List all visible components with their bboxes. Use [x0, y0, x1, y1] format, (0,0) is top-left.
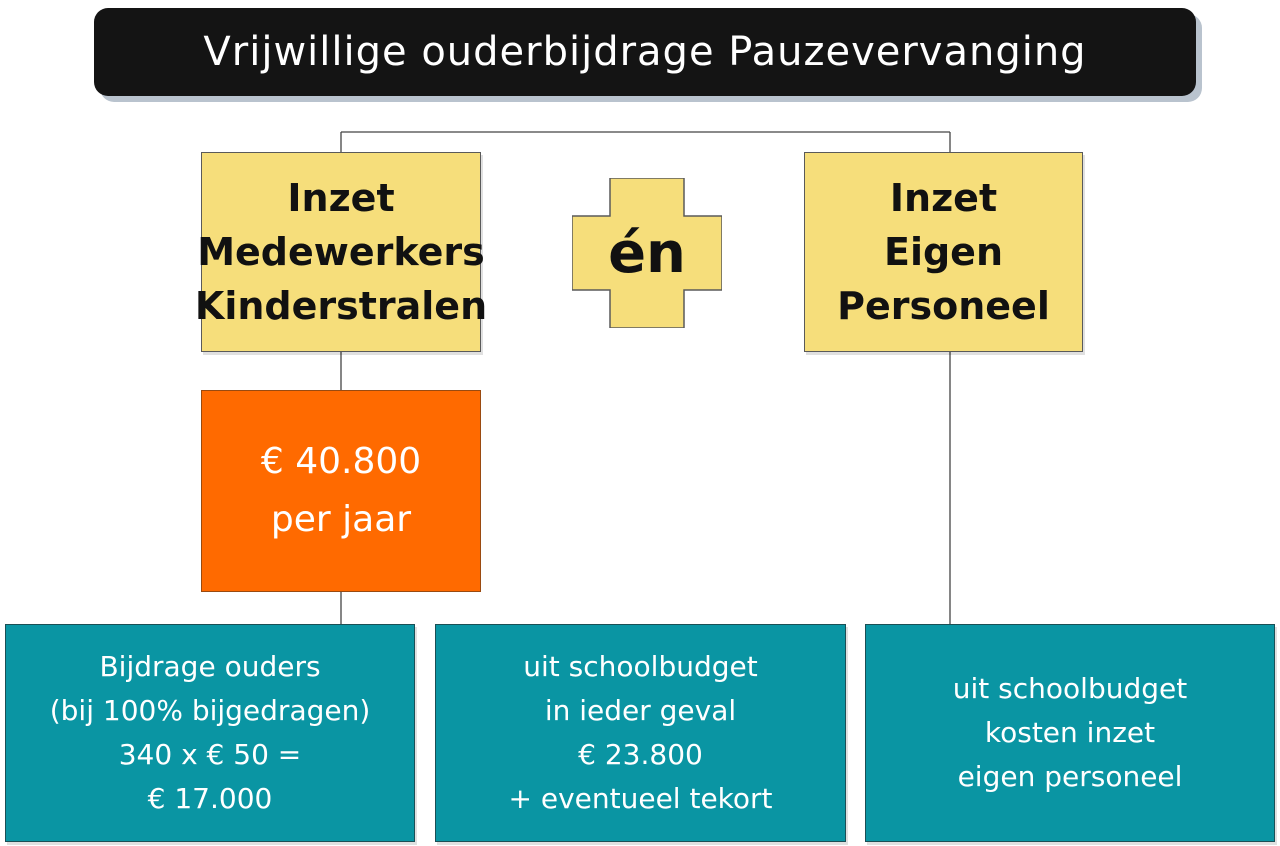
- box-line: kosten inzet: [984, 716, 1156, 749]
- box-line: Kinderstralen: [194, 284, 488, 328]
- box-kosten-eigen-personeel: uit schoolbudget kosten inzet eigen pers…: [865, 624, 1275, 842]
- box-bijdrage-ouders: Bijdrage ouders (bij 100% bijgedragen) 3…: [5, 624, 415, 842]
- box-line: € 23.800: [578, 738, 703, 771]
- box-line: per jaar: [270, 499, 412, 540]
- box-line: Inzet: [287, 176, 395, 220]
- plus-shape: [572, 178, 722, 328]
- box-line: eigen personeel: [957, 760, 1183, 793]
- box-line: Medewerkers: [197, 230, 485, 274]
- box-line: in ieder geval: [544, 694, 737, 727]
- box-line: Inzet: [889, 176, 998, 220]
- box-inzet-medewerkers: Inzet Medewerkers Kinderstralen: [195, 152, 487, 352]
- page-title: Vrijwillige ouderbijdrage Pauzevervangin…: [203, 29, 1087, 75]
- box-line: Bijdrage ouders: [99, 650, 321, 683]
- box-line: uit schoolbudget: [952, 672, 1188, 705]
- box-line: 340 x € 50 =: [118, 738, 302, 771]
- box-line: € 17.000: [147, 782, 273, 815]
- plus-outline: [572, 178, 722, 328]
- box-line: Eigen: [883, 230, 1003, 274]
- connector-word: én: [608, 220, 686, 286]
- box-line: € 40.800: [260, 441, 422, 482]
- box-line: Personeel: [837, 284, 1050, 328]
- box-inzet-eigen-personeel: Inzet Eigen Personeel: [804, 152, 1083, 352]
- title-banner: Vrijwillige ouderbijdrage Pauzevervangin…: [94, 8, 1196, 96]
- box-uit-schoolbudget: uit schoolbudget in ieder geval € 23.800…: [435, 624, 846, 842]
- box-cost-per-year: € 40.800 per jaar: [201, 390, 481, 592]
- box-line: + eventueel tekort: [508, 782, 773, 815]
- box-line: uit schoolbudget: [523, 650, 758, 683]
- box-line: (bij 100% bijgedragen): [49, 694, 371, 727]
